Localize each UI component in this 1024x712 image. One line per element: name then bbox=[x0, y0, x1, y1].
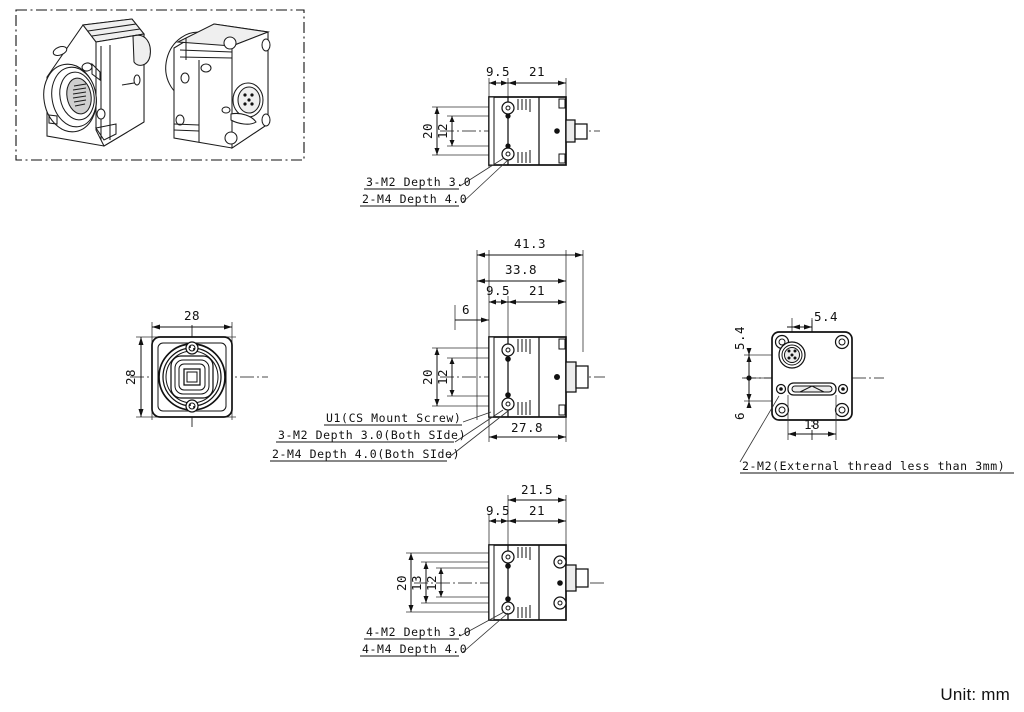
view-top: 9.5 21 20 12 bbox=[360, 64, 600, 207]
note-bottom-1: 4-M2 Depth 3.0 bbox=[366, 625, 471, 639]
note-side-2: 3-M2 Depth 3.0(Both SIde) bbox=[278, 428, 466, 442]
dim-side-9p5: 9.5 bbox=[486, 283, 510, 298]
note-top-1: 3-M2 Depth 3.0 bbox=[366, 175, 471, 189]
dim-rear-5p4-h: 5.4 bbox=[814, 309, 838, 324]
dim-bottom-9p5: 9.5 bbox=[486, 503, 510, 518]
dim-side-33p8: 33.8 bbox=[505, 262, 537, 277]
note-rear-1: 2-M2(External thread less than 3mm) bbox=[742, 459, 1005, 473]
dim-bottom-20: 20 bbox=[394, 575, 409, 591]
note-top-2: 2-M4 Depth 4.0 bbox=[362, 192, 467, 206]
dim-side-27p8: 27.8 bbox=[511, 420, 543, 435]
dim-side-20: 20 bbox=[420, 369, 435, 385]
dim-side-41p3: 41.3 bbox=[514, 236, 546, 251]
dim-bottom-21p5: 21.5 bbox=[521, 482, 553, 497]
view-side: 41.3 33.8 9.5 21 6 bbox=[270, 236, 605, 462]
note-side-1: U1(CS Mount Screw) bbox=[326, 411, 461, 425]
view-front: 28 28 bbox=[123, 308, 268, 430]
dim-rear-5p4-v: 5.4 bbox=[732, 326, 747, 350]
dim-rear-18: 18 bbox=[804, 417, 820, 432]
view-rear: 5.4 5.4 6 bbox=[732, 309, 1014, 474]
dim-bottom-21: 21 bbox=[529, 503, 545, 518]
product-photo-box bbox=[15, 9, 305, 161]
dim-top-20: 20 bbox=[420, 123, 435, 139]
dim-front-w28: 28 bbox=[184, 308, 200, 323]
view-bottom: 21.5 9.5 21 20 13 bbox=[360, 482, 605, 657]
camera-front-perspective bbox=[43, 18, 151, 147]
note-side-3: 2-M4 Depth 4.0(Both SIde) bbox=[272, 447, 460, 461]
unit-note: Unit: mm bbox=[940, 685, 1010, 704]
camera-rear-perspective bbox=[165, 23, 271, 149]
dim-side-6: 6 bbox=[462, 302, 470, 317]
dim-top-9p5: 9.5 bbox=[486, 64, 510, 79]
dim-side-21: 21 bbox=[529, 283, 545, 298]
note-bottom-2: 4-M4 Depth 4.0 bbox=[362, 642, 467, 656]
dim-rear-6: 6 bbox=[732, 412, 747, 420]
dim-top-21: 21 bbox=[529, 64, 545, 79]
